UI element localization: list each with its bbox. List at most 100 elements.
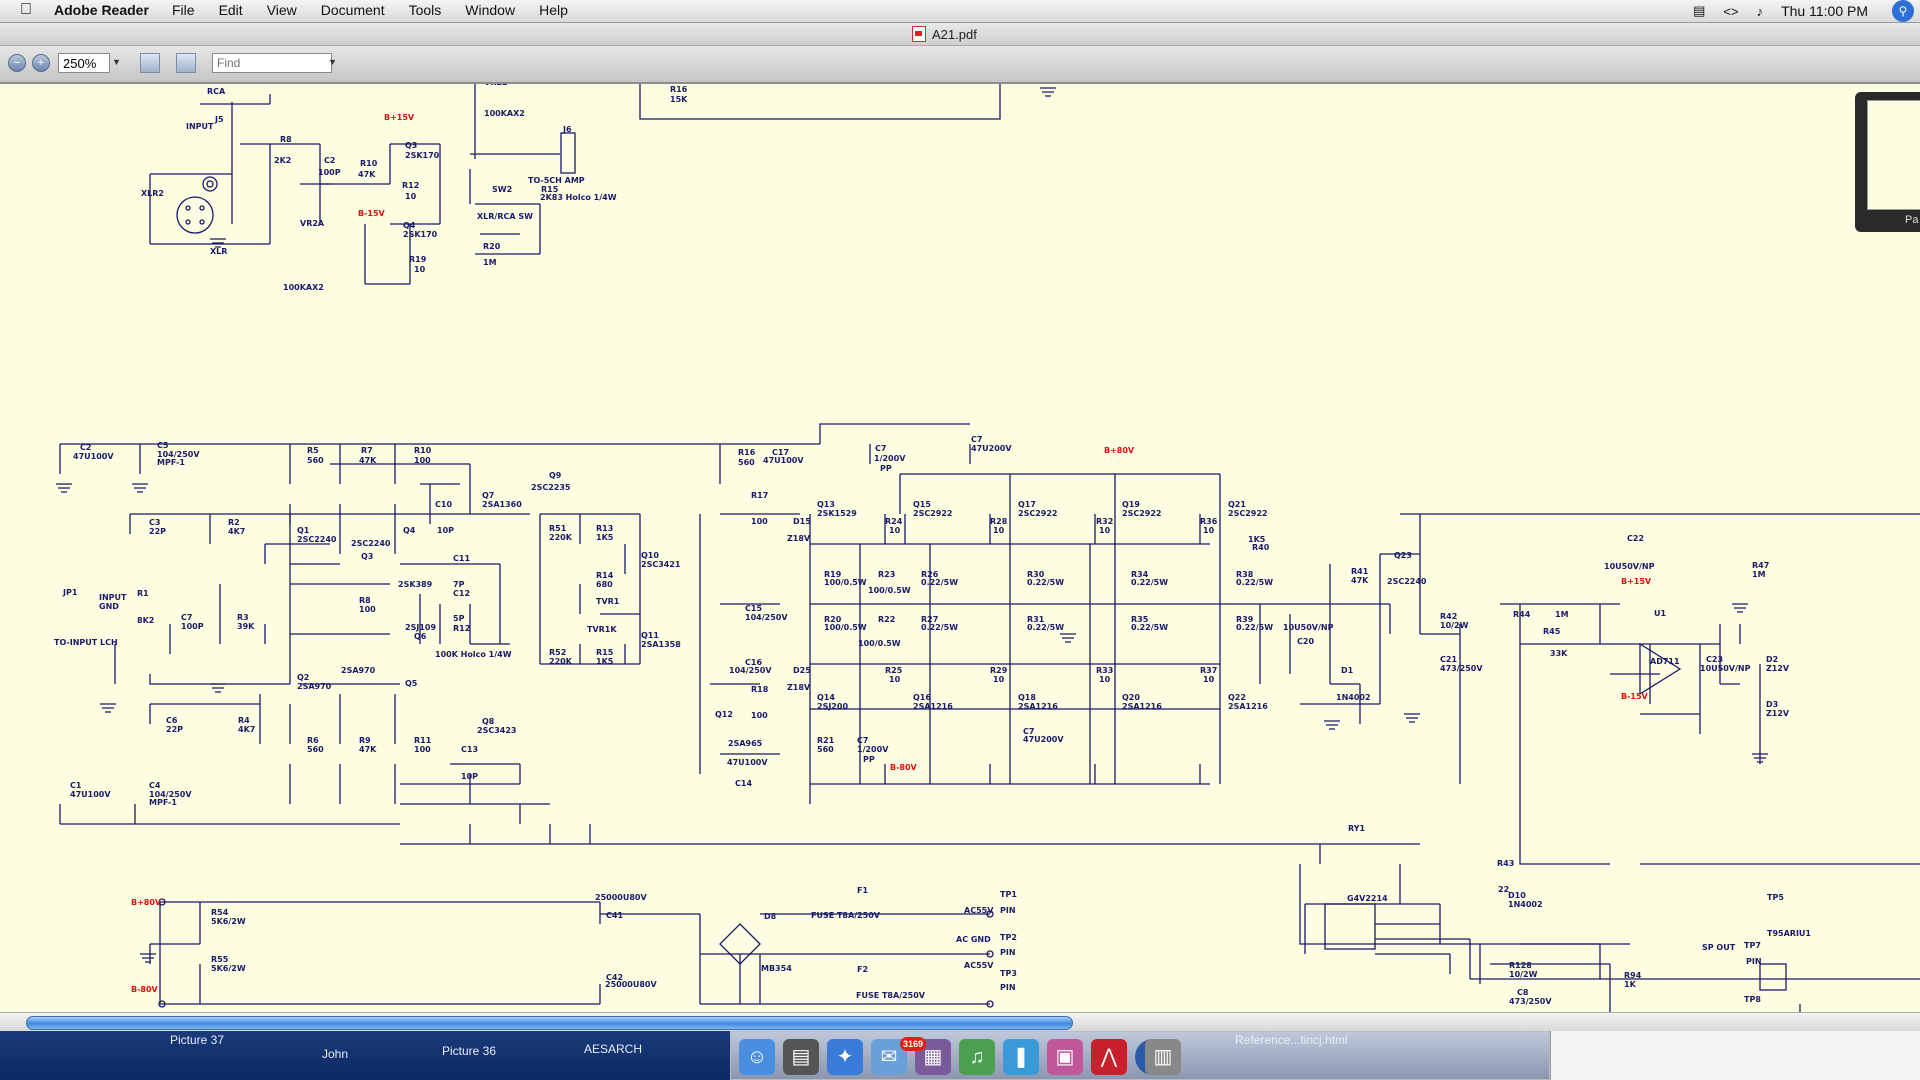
menu-edit[interactable]: Edit [218, 2, 243, 18]
schematic-label: AC55V [964, 961, 994, 970]
find-dropdown-icon[interactable]: ▼ [328, 57, 337, 67]
schematic-label: 2SC2922 [913, 509, 952, 518]
printer-icon[interactable]: ▤ [783, 1039, 819, 1075]
schematic-label: C21 [1440, 655, 1457, 664]
schematic-label: PIN [1000, 906, 1016, 915]
schematic-label: Q7 [482, 491, 494, 500]
schematic-label: AD711 [1650, 657, 1680, 666]
schematic-label: TP8 [1744, 995, 1761, 1004]
volume-icon[interactable]: ♪ [1756, 3, 1764, 19]
schematic-label: C7 [181, 613, 192, 622]
schematic-label: R27 [921, 615, 938, 624]
desktop-item-picture-37[interactable]: Picture 37 [170, 1033, 225, 1047]
code-icon[interactable]: <> [1723, 3, 1739, 19]
schematic-label: 220K [549, 657, 573, 666]
schematic-label: Q15 [913, 500, 931, 509]
finder-icon[interactable]: ☺ [739, 1039, 775, 1075]
schematic-label: C14 [735, 779, 752, 788]
schematic-label: 47U200V [1023, 735, 1064, 744]
apple-menu-icon[interactable]:  [20, 1, 32, 19]
menu-document[interactable]: Document [320, 2, 385, 18]
desktop-item-reference[interactable]: Reference...tincj.html [1235, 1033, 1348, 1047]
app-menu[interactable]: Adobe Reader [54, 2, 149, 18]
schematic-label: 100/0.5W [858, 639, 901, 648]
schematic-label: 473/250V [1509, 997, 1552, 1006]
trash-icon[interactable]: ▥ [1145, 1039, 1181, 1075]
menu-window[interactable]: Window [465, 2, 516, 18]
schematic-label: C2 [324, 156, 335, 165]
schematic-label: 22P [166, 725, 183, 734]
schematic-label: C12 [453, 589, 470, 598]
schematic-label: 2SC2922 [1018, 509, 1057, 518]
schematic-label: 0.22/5W [921, 623, 958, 632]
schematic-label: 2SK389 [398, 580, 433, 589]
schematic-label: 10U50V/NP [1700, 664, 1751, 673]
schematic-label: 47K [359, 745, 377, 754]
schematic-label: 2SA1216 [1122, 702, 1162, 711]
spotlight-icon[interactable]: ⚲ [1892, 0, 1914, 22]
imovie-icon[interactable]: ▣ [1047, 1039, 1083, 1075]
itunes-icon[interactable]: ♫ [959, 1039, 995, 1075]
desktop-item-picture-36[interactable]: Picture 36 [442, 1044, 497, 1058]
schematic-label: Q10 [641, 551, 659, 560]
desktop-item-john[interactable]: John [322, 1047, 349, 1061]
schematic-label: MB354 [761, 964, 792, 973]
schematic-label: 15K [670, 95, 688, 104]
reference-window[interactable]: Reference...tincj.html [1235, 1031, 1920, 1080]
clock[interactable]: Thu 11:00 PM [1781, 3, 1868, 19]
schematic-label: R22 [878, 615, 895, 624]
schematic-label: 2SA1216 [1018, 702, 1058, 711]
adobe-reader-icon[interactable]: ⋀ [1091, 1039, 1127, 1075]
schematic-label: 220K [549, 533, 573, 542]
schematic-label: TVR1 [596, 597, 620, 606]
find-input[interactable] [212, 53, 332, 73]
schematic-label: 2SC2922 [1122, 509, 1161, 518]
schematic-label: 2SJ200 [817, 702, 848, 711]
schematic-label: RY1 [1348, 824, 1366, 833]
page-thumbnail[interactable] [1867, 100, 1920, 210]
safari-icon[interactable]: ✦ [827, 1039, 863, 1075]
menu-help[interactable]: Help [539, 2, 568, 18]
schematic-label: 2SA970 [297, 682, 332, 691]
zoom-dropdown-icon[interactable]: ▼ [112, 57, 121, 67]
schematic-label: 10 [889, 675, 901, 684]
schematic-label: 1M [1752, 570, 1766, 579]
schematic-label: B-15V [358, 209, 386, 218]
schematic-label: C3 [149, 518, 160, 527]
schematic-label: 2SC3421 [641, 560, 681, 569]
schematic-label: J6 [562, 125, 572, 134]
schematic-label: 100 [414, 456, 431, 465]
schematic-label: JP1 [62, 588, 78, 597]
desktop-item-aesarch[interactable]: AESARCH [584, 1042, 643, 1056]
menu-file[interactable]: File [172, 2, 195, 18]
schematic-label: 0.22/5W [921, 578, 958, 587]
scrollbar-thumb[interactable] [26, 1016, 1073, 1030]
schematic-label: Q16 [913, 693, 931, 702]
horizontal-scrollbar[interactable] [0, 1012, 1920, 1031]
schematic-label: Q17 [1018, 500, 1036, 509]
schematic-label: FUSE T8A/250V [856, 991, 926, 1000]
fit-page-icon[interactable] [176, 53, 196, 73]
pages-panel[interactable]: Pa [1855, 92, 1920, 232]
display-icon[interactable]: ▤ [1693, 3, 1706, 18]
schematic-label: C10 [435, 500, 452, 509]
menu-tools[interactable]: Tools [408, 2, 442, 18]
schematic-label: R10 [414, 446, 432, 455]
schematic-label: R19 [409, 255, 427, 264]
schematic-label: 10P [461, 772, 478, 781]
iwork-icon[interactable]: ❚ [1003, 1039, 1039, 1075]
toolbar: − + 250% ▼ ▼ [0, 46, 1920, 84]
schematic-label: D10 [1508, 891, 1526, 900]
fit-width-icon[interactable] [140, 53, 160, 73]
schematic-label: 10 [1099, 675, 1111, 684]
schematic-label: 100/0.5W [868, 586, 911, 595]
menu-view[interactable]: View [266, 2, 297, 18]
zoom-input[interactable]: 250% [58, 53, 110, 73]
zoom-in-icon[interactable]: + [32, 54, 50, 72]
schematic-label: PP [880, 464, 892, 473]
zoom-out-icon[interactable]: − [8, 54, 26, 72]
schematic-label: 10 [1203, 675, 1215, 684]
schematic-label: 0.22/5W [1027, 623, 1064, 632]
